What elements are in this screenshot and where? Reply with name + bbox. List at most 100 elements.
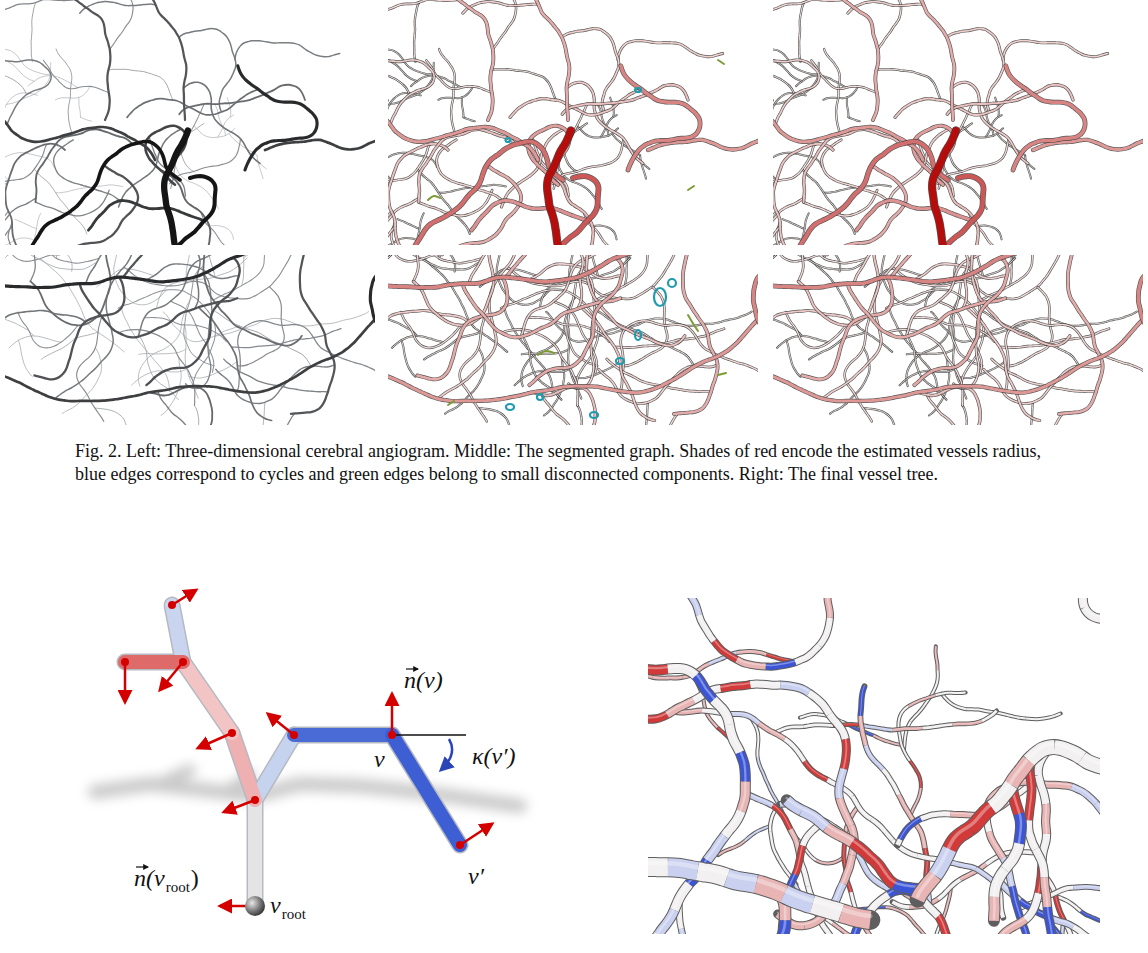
edge-fill — [848, 117, 859, 121]
edge-fill — [1031, 402, 1034, 425]
edge-outline — [856, 201, 972, 231]
edge-outline — [388, 255, 418, 281]
vessel — [138, 296, 193, 386]
edge-outline — [774, 63, 818, 105]
vessel — [5, 100, 10, 180]
edge-fill — [398, 219, 420, 229]
vessel-edge — [388, 255, 418, 281]
edge-fill — [824, 49, 841, 135]
vessel-edge — [599, 365, 718, 403]
edge-outline — [1138, 275, 1143, 345]
vessel-edge — [388, 144, 430, 183]
edge-outline — [824, 255, 860, 258]
edge-fill — [877, 0, 901, 49]
vessel — [194, 405, 199, 425]
disconnected-edge — [718, 373, 726, 375]
tube — [294, 728, 392, 742]
edge-outline — [962, 405, 967, 425]
tube-segment — [908, 695, 936, 706]
vessel — [5, 144, 65, 245]
edge-outline — [514, 0, 569, 120]
edge-outline — [845, 316, 872, 421]
vessel — [175, 165, 218, 209]
edge-outline — [773, 144, 815, 183]
edge-fill — [773, 0, 844, 12]
edge-fill — [492, 0, 516, 49]
edge-fill — [439, 255, 475, 258]
vessel-edge — [389, 63, 433, 105]
vessel-edge — [984, 365, 1103, 403]
vessel — [257, 155, 263, 178]
vessel-edge — [824, 255, 860, 258]
vessel-edge — [1003, 41, 1108, 60]
edge-fill — [460, 316, 487, 421]
vessel — [5, 153, 54, 168]
tube-segment — [1072, 787, 1097, 804]
edge-fill — [773, 59, 819, 124]
edge-outline — [577, 405, 582, 425]
tube-highlight — [1018, 868, 1100, 908]
edge-outline — [506, 255, 547, 277]
root-sphere — [245, 896, 265, 916]
edge-outline — [773, 100, 778, 180]
vessel-edge — [621, 66, 700, 170]
tube-outline — [125, 654, 183, 671]
cycle-edge — [537, 394, 543, 400]
tube — [125, 655, 183, 669]
disconnected-edge — [688, 315, 698, 331]
edge-fill — [773, 255, 1036, 288]
edge-outline — [439, 255, 475, 258]
edge-outline — [773, 255, 803, 281]
vertex-dot — [251, 796, 259, 804]
normal-arrow — [160, 662, 183, 690]
vessel-edge — [1031, 402, 1034, 425]
edge-fill — [392, 255, 482, 263]
vessel — [370, 275, 375, 345]
vessel-edge — [1059, 255, 1103, 414]
tube-segment — [970, 807, 991, 828]
edge-outline — [811, 60, 876, 92]
vessel — [53, 0, 111, 120]
tube-segment — [809, 693, 830, 714]
vessel-edge — [977, 226, 1002, 240]
vessel-edge — [577, 405, 582, 425]
tube-highlight — [774, 710, 996, 732]
math-label: n(v — [134, 864, 165, 893]
vessel — [235, 41, 340, 60]
vessel-edge — [773, 100, 778, 180]
vessel — [15, 141, 180, 245]
edge-outline — [439, 49, 456, 135]
vessel — [5, 319, 34, 336]
edge-outline — [773, 311, 853, 333]
rendered-tube — [800, 714, 902, 745]
vessel-edge — [811, 60, 876, 92]
vessel — [5, 59, 51, 124]
edge-fill — [1138, 275, 1143, 345]
tube-outline — [918, 747, 1100, 900]
edge-outline — [984, 365, 1103, 403]
tube-segment — [770, 832, 779, 860]
vessel — [131, 0, 186, 120]
vessel-edge — [773, 255, 803, 281]
edge-outline — [401, 312, 461, 348]
normal-arrow — [391, 694, 394, 735]
math-label: n(v) — [404, 666, 443, 695]
vessel-edge — [618, 41, 723, 60]
edge-outline — [821, 0, 879, 120]
tube-highlight — [648, 633, 795, 677]
vessel — [164, 130, 188, 245]
vessel — [179, 85, 305, 114]
vessel-edge — [388, 110, 538, 160]
vessel-edge — [562, 85, 688, 114]
edge-outline — [1003, 41, 1108, 60]
vessel-edge — [414, 2, 419, 61]
vessel-edge — [592, 226, 617, 240]
edge-fill — [439, 49, 456, 135]
edge-fill — [984, 365, 1103, 403]
vessel-edge — [436, 0, 494, 120]
edge-outline — [646, 402, 649, 425]
vessel — [31, 2, 36, 61]
tube-segment — [1081, 911, 1100, 924]
vessel-edge — [783, 219, 805, 229]
